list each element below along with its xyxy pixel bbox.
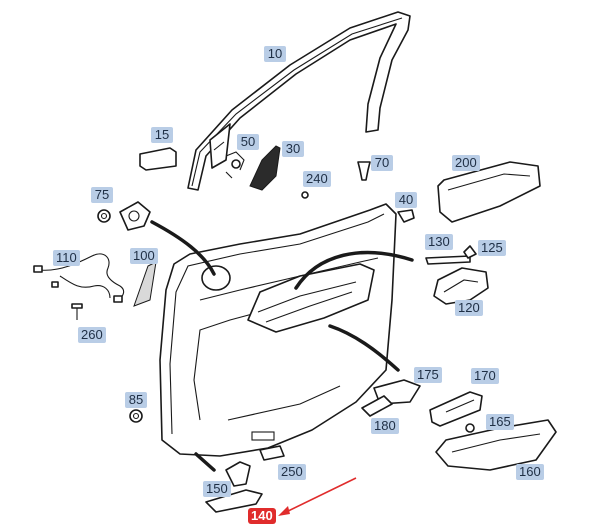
callout-15: 15 — [151, 127, 173, 143]
part-125-clip — [463, 245, 477, 259]
assembly-arrows — [150, 220, 414, 472]
part-30-tweeter-cover — [249, 145, 281, 191]
part-40-connector — [397, 209, 415, 223]
part-160-armrest-cover — [435, 419, 557, 471]
callout-125: 125 — [478, 240, 506, 256]
callout-50: 50 — [237, 134, 259, 150]
part-240-screw — [301, 191, 309, 199]
part-85-grommet — [129, 409, 143, 423]
callout-165: 165 — [486, 414, 514, 430]
part-15-clip-housing — [139, 147, 177, 171]
callout-150: 150 — [203, 481, 231, 497]
callout-260: 260 — [78, 327, 106, 343]
highlight-leader-arrow — [278, 477, 357, 516]
callout-10: 10 — [264, 46, 286, 62]
callout-110: 110 — [53, 250, 80, 266]
part-100-trim-strip — [133, 261, 157, 307]
callout-240: 240 — [303, 171, 331, 187]
callout-140: 140 — [248, 508, 276, 524]
callout-30: 30 — [282, 141, 304, 157]
callout-175: 175 — [414, 367, 442, 383]
part-triangle-bracket — [209, 123, 231, 169]
part-260-bolt — [71, 303, 83, 320]
part-150-pocket — [225, 461, 251, 487]
callout-75: 75 — [91, 187, 113, 203]
callout-180: 180 — [371, 418, 399, 434]
part-165-screw — [465, 423, 475, 433]
part-250-reflector — [259, 445, 285, 461]
part-110-wiring-harness — [33, 253, 125, 303]
part-50-sensor — [225, 151, 245, 179]
part-130-strip — [425, 255, 471, 265]
part-180-trim — [361, 395, 393, 417]
part-140-end-cap — [205, 489, 263, 513]
callout-85: 85 — [125, 392, 147, 408]
part-75-grommet — [97, 209, 111, 223]
callout-250: 250 — [278, 464, 306, 480]
part-170-window-switch — [429, 391, 483, 427]
callout-70: 70 — [371, 155, 393, 171]
callout-120: 120 — [455, 300, 483, 316]
part-70-clip — [357, 161, 371, 181]
part-120-door-handle — [433, 267, 489, 305]
callout-40: 40 — [395, 192, 417, 208]
part-speaker-bracket — [119, 201, 151, 231]
part-armrest-carrier — [247, 263, 375, 333]
part-200-armrest-pad — [437, 161, 541, 223]
callout-160: 160 — [516, 464, 544, 480]
callout-130: 130 — [425, 234, 453, 250]
part-10-window-frame — [187, 11, 411, 191]
callout-170: 170 — [471, 368, 499, 384]
callout-200: 200 — [452, 155, 480, 171]
callout-100: 100 — [130, 248, 158, 264]
